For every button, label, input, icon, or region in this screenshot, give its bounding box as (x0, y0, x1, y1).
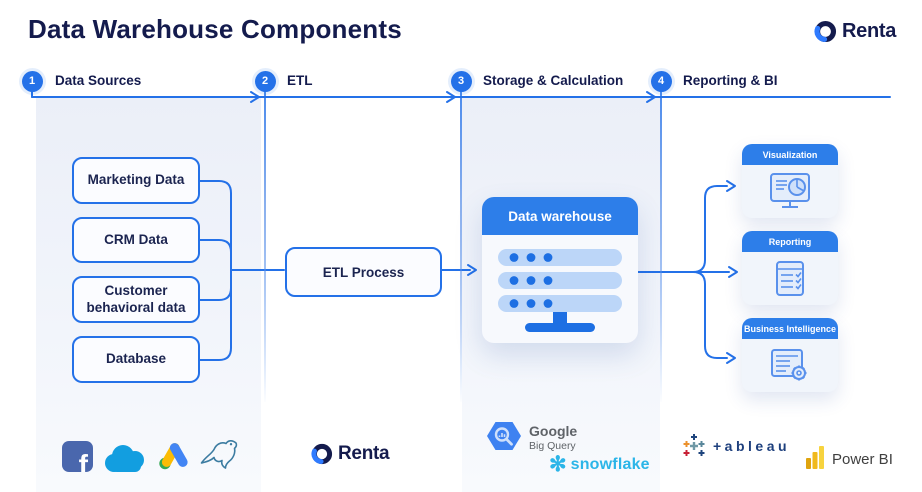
source-box-crm: CRM Data (72, 217, 200, 263)
facebook-icon: f (62, 441, 93, 472)
stage-4-label: Reporting & BI (683, 73, 778, 88)
mysql-dolphin-icon (198, 436, 240, 476)
powerbi-logo: Power BI (806, 446, 893, 469)
monitor-pie-chart-icon (742, 165, 838, 218)
source-box-marketing: Marketing Data (72, 157, 200, 204)
page-title: Data Warehouse Components (28, 14, 402, 44)
facebook-glyph: f (78, 449, 88, 472)
stage-2-number: 2 (261, 75, 269, 87)
checklist-icon (742, 252, 838, 305)
data-warehouse-header: Data warehouse (482, 197, 638, 235)
stage-2-badge: 2 (254, 70, 276, 92)
bigquery-text: Big Query (529, 440, 576, 452)
salesforce-cloud-icon (101, 444, 149, 474)
renta-icon-small (311, 443, 333, 465)
card-visualization: Visualization (742, 144, 838, 218)
snowflake-wordmark: snowflake (570, 455, 650, 473)
stage-3-label: Storage & Calculation (483, 73, 624, 88)
source-box-database: Database (72, 336, 200, 383)
google-bigquery-icon (487, 421, 521, 451)
google-bigquery-wordmark: Google Big Query (529, 424, 577, 452)
renta-logo-header: Renta (814, 20, 896, 43)
snowflake-icon: ✻ (549, 453, 567, 476)
data-warehouse-card: Data warehouse (482, 197, 638, 343)
google-text: Google (529, 423, 578, 439)
tableau-icon (682, 433, 706, 459)
card-business-intelligence: Business Intelligence (742, 318, 838, 392)
card-business-intelligence-title: Business Intelligence (742, 318, 838, 339)
stage-4-badge: 4 (650, 70, 672, 92)
powerbi-icon (806, 446, 825, 469)
renta-logo-etl: Renta (311, 443, 390, 465)
stage-2-label: ETL (287, 73, 313, 88)
google-ads-icon (158, 440, 190, 470)
card-reporting-title: Reporting (742, 231, 838, 252)
renta-wordmark-small: Renta (338, 443, 390, 464)
powerbi-wordmark: Power BI (832, 451, 893, 468)
source-box-customer-behavioral: Customer behavioral data (72, 276, 200, 323)
stage-1-label: Data Sources (55, 73, 142, 88)
card-reporting: Reporting (742, 231, 838, 305)
renta-icon (814, 20, 837, 43)
snowflake-logo: ✻ snowflake (549, 454, 650, 475)
document-gear-icon (742, 339, 838, 392)
server-stack-icon (482, 235, 638, 335)
renta-wordmark: Renta (842, 20, 897, 42)
stage-3-badge: 3 (450, 70, 472, 92)
etl-process-box: ETL Process (285, 247, 442, 297)
stage-1-number: 1 (28, 75, 36, 87)
tableau-wordmark: +ableau (713, 438, 791, 454)
tableau-logo: +ableau (682, 433, 790, 459)
stage-1-badge: 1 (21, 70, 43, 92)
stage-4-number: 4 (657, 75, 665, 87)
card-visualization-title: Visualization (742, 144, 838, 165)
stage-3-number: 3 (457, 75, 465, 87)
